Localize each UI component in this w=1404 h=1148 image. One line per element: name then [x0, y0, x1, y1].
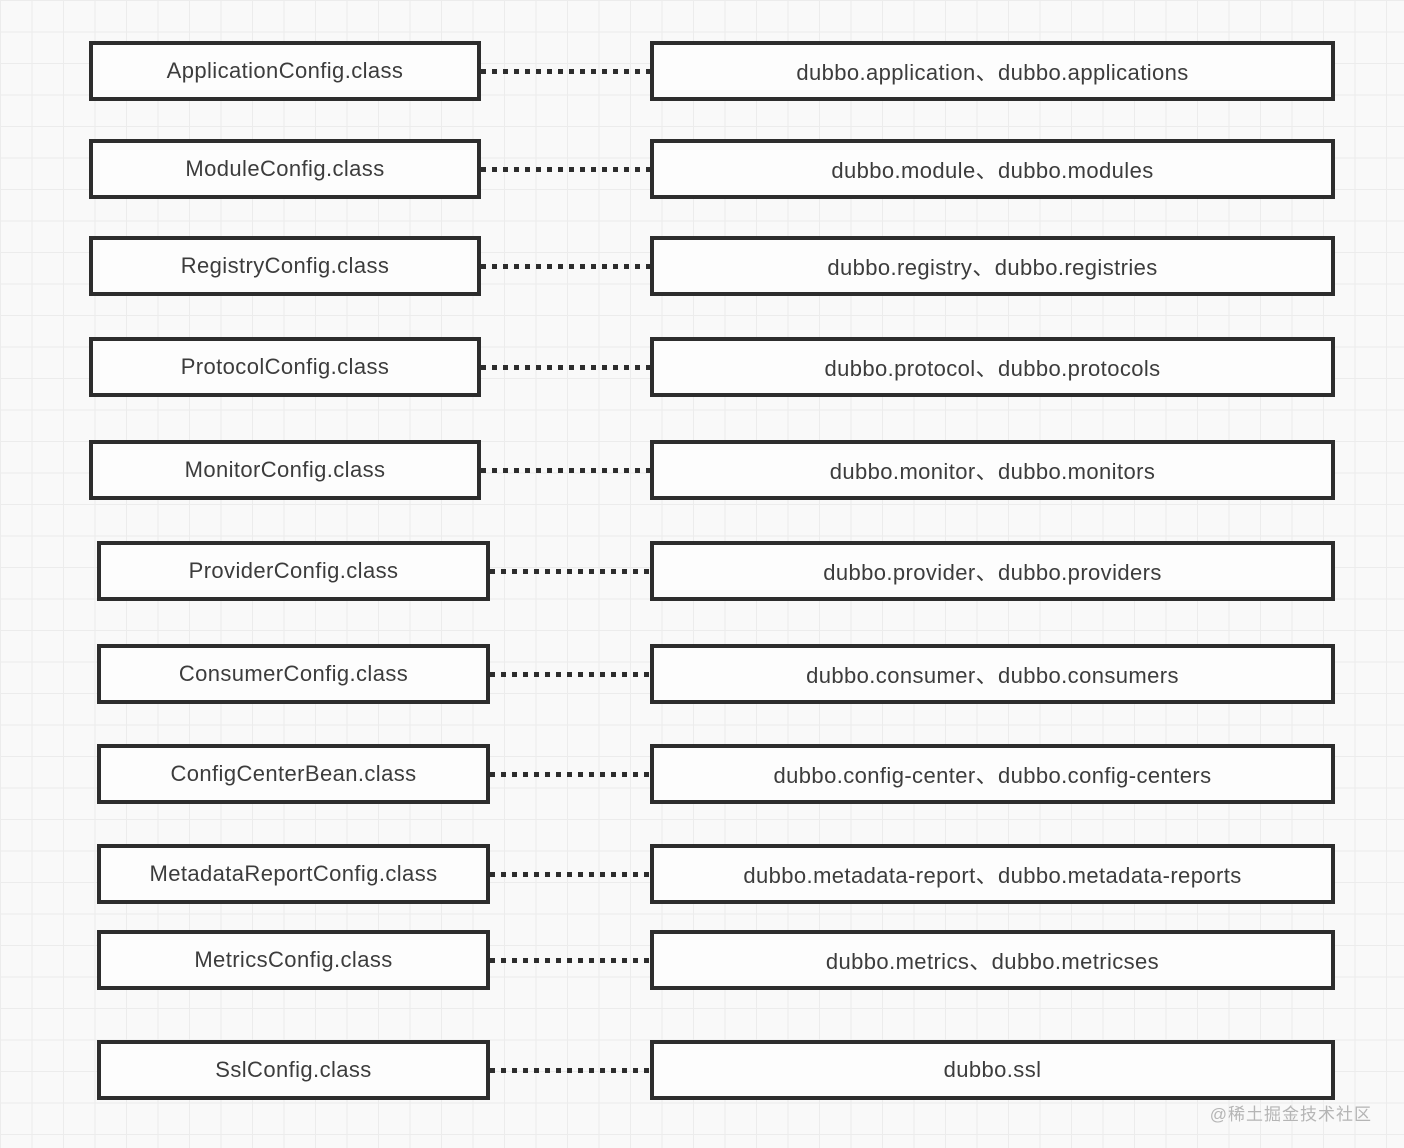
config-class-box: MetricsConfig.class: [97, 930, 490, 990]
property-prefix-box: dubbo.registry、dubbo.registries: [650, 236, 1335, 296]
property-prefix-box: dubbo.application、dubbo.applications: [650, 41, 1335, 101]
config-class-box: SslConfig.class: [97, 1040, 490, 1100]
config-class-box: MetadataReportConfig.class: [97, 844, 490, 904]
mapping-row-protocol: ProtocolConfig.class dubbo.protocol、dubb…: [89, 337, 1335, 397]
property-prefix-label: dubbo.metrics、dubbo.metricses: [825, 949, 1160, 974]
mapping-row-monitor: MonitorConfig.class dubbo.monitor、dubbo.…: [89, 440, 1335, 500]
property-prefix-box: dubbo.protocol、dubbo.protocols: [650, 337, 1335, 397]
mapping-row-module: ModuleConfig.class dubbo.module、dubbo.mo…: [89, 139, 1335, 199]
config-class-label: ModuleConfig.class: [185, 156, 385, 181]
dotted-connector: [490, 671, 650, 677]
mapping-row-ssl: SslConfig.class dubbo.ssl: [97, 1040, 1335, 1100]
config-class-box: ModuleConfig.class: [89, 139, 481, 199]
config-class-label: ConsumerConfig.class: [178, 661, 409, 686]
property-prefix-box: dubbo.ssl: [650, 1040, 1335, 1100]
dotted-connector: [490, 1067, 650, 1073]
config-class-label: RegistryConfig.class: [180, 253, 390, 278]
config-class-box: ApplicationConfig.class: [89, 41, 481, 101]
watermark-text: @稀土掘金技术社区: [1209, 1105, 1372, 1124]
dotted-connector: [481, 467, 650, 473]
property-prefix-label: dubbo.metadata-report、dubbo.metadata-rep…: [743, 863, 1242, 888]
dotted-connector: [481, 263, 650, 269]
config-class-label: SslConfig.class: [215, 1057, 372, 1082]
config-class-box: ConsumerConfig.class: [97, 644, 490, 704]
config-class-label: MetadataReportConfig.class: [149, 861, 438, 886]
mapping-row-registry: RegistryConfig.class dubbo.registry、dubb…: [89, 236, 1335, 296]
property-prefix-box: dubbo.metrics、dubbo.metricses: [650, 930, 1335, 990]
config-class-label: ProtocolConfig.class: [180, 354, 390, 379]
config-class-box: ProtocolConfig.class: [89, 337, 481, 397]
mapping-row-consumer: ConsumerConfig.class dubbo.consumer、dubb…: [97, 644, 1335, 704]
dotted-connector: [490, 871, 650, 877]
dotted-connector: [481, 166, 650, 172]
mapping-row-config-center: ConfigCenterBean.class dubbo.config-cent…: [97, 744, 1335, 804]
config-class-box: ConfigCenterBean.class: [97, 744, 490, 804]
property-prefix-label: dubbo.ssl: [943, 1057, 1042, 1082]
mapping-row-provider: ProviderConfig.class dubbo.provider、dubb…: [97, 541, 1335, 601]
property-prefix-box: dubbo.module、dubbo.modules: [650, 139, 1335, 199]
property-prefix-label: dubbo.provider、dubbo.providers: [823, 560, 1162, 585]
property-prefix-label: dubbo.protocol、dubbo.protocols: [824, 356, 1161, 381]
property-prefix-label: dubbo.application、dubbo.applications: [796, 60, 1189, 85]
dotted-connector: [481, 68, 650, 74]
mapping-row-application: ApplicationConfig.class dubbo.applicatio…: [89, 41, 1335, 101]
dotted-connector: [490, 957, 650, 963]
property-prefix-box: dubbo.provider、dubbo.providers: [650, 541, 1335, 601]
config-class-label: ProviderConfig.class: [188, 558, 399, 583]
dotted-connector: [490, 568, 650, 574]
dotted-connector: [481, 364, 650, 370]
config-class-label: ConfigCenterBean.class: [170, 761, 417, 786]
mapping-row-metrics: MetricsConfig.class dubbo.metrics、dubbo.…: [97, 930, 1335, 990]
property-prefix-box: dubbo.config-center、dubbo.config-centers: [650, 744, 1335, 804]
property-prefix-box: dubbo.monitor、dubbo.monitors: [650, 440, 1335, 500]
config-class-label: MetricsConfig.class: [194, 947, 393, 972]
property-prefix-box: dubbo.consumer、dubbo.consumers: [650, 644, 1335, 704]
config-class-box: RegistryConfig.class: [89, 236, 481, 296]
property-prefix-box: dubbo.metadata-report、dubbo.metadata-rep…: [650, 844, 1335, 904]
config-class-label: MonitorConfig.class: [184, 457, 386, 482]
property-prefix-label: dubbo.module、dubbo.modules: [831, 158, 1154, 183]
mapping-row-metadata-report: MetadataReportConfig.class dubbo.metadat…: [97, 844, 1335, 904]
property-prefix-label: dubbo.consumer、dubbo.consumers: [806, 663, 1179, 688]
config-class-label: ApplicationConfig.class: [166, 58, 404, 83]
property-prefix-label: dubbo.monitor、dubbo.monitors: [829, 459, 1156, 484]
dotted-connector: [490, 771, 650, 777]
config-class-box: MonitorConfig.class: [89, 440, 481, 500]
config-class-box: ProviderConfig.class: [97, 541, 490, 601]
property-prefix-label: dubbo.registry、dubbo.registries: [827, 255, 1158, 280]
property-prefix-label: dubbo.config-center、dubbo.config-centers: [773, 763, 1212, 788]
